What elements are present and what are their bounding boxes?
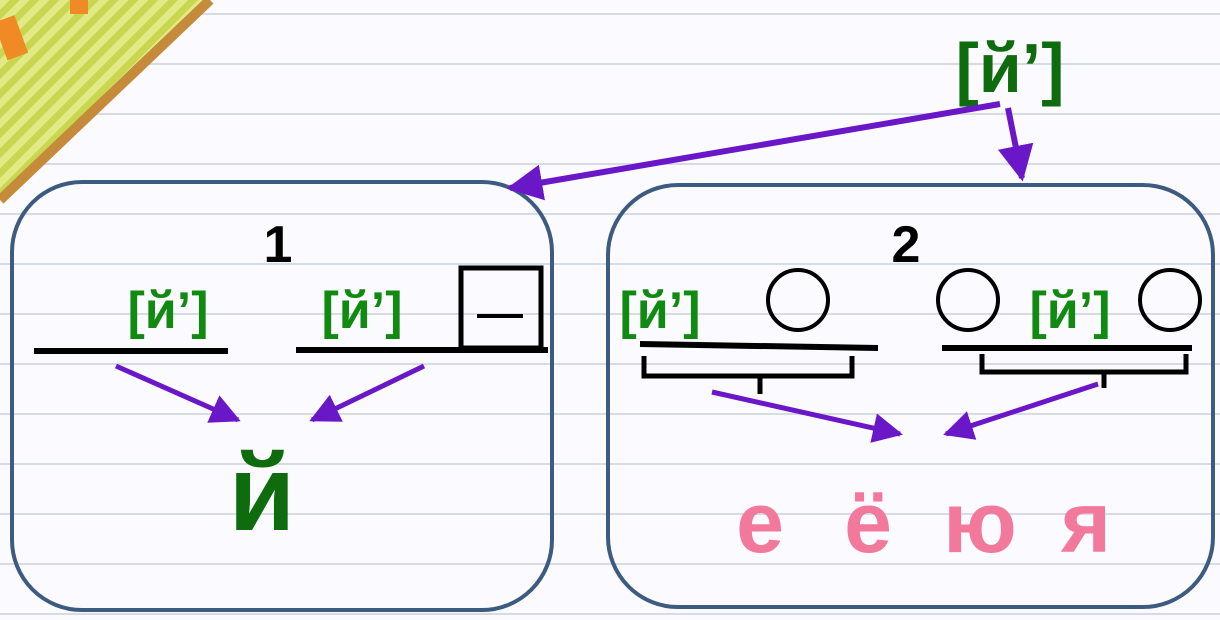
- panel-2-vowel-circle-2: [936, 268, 1000, 332]
- corner-decoration: [0, 0, 214, 204]
- panel-1-number: 1: [264, 216, 293, 274]
- panel-2-vowel-circle-3: [1138, 268, 1202, 332]
- panel-2-result-ya: я: [1060, 475, 1111, 571]
- panel-1-arrow-right: [309, 363, 426, 423]
- panel-1-frame: [10, 180, 554, 612]
- top-label: [й’]: [955, 29, 1064, 107]
- panel-1-label-left: [й’]: [127, 282, 208, 340]
- panel-2-frame: [606, 183, 1215, 609]
- panel-2-result-yu: ю: [943, 475, 1016, 571]
- panel-2-result-e: е: [736, 475, 784, 571]
- panel-1-arrow-left: [114, 363, 241, 423]
- panel-2-arrow-left: [711, 389, 903, 443]
- arrow-to-panel-1: [506, 101, 1001, 201]
- panel-2-result-yo: ё: [844, 475, 892, 571]
- panel-2-vowel-circle-1: [766, 268, 830, 332]
- panel-2-bracket-right: [979, 354, 1189, 388]
- panel-1-result-letter: й: [229, 432, 295, 553]
- panel-1-label-right: [й’]: [321, 282, 402, 340]
- panel-2-arrow-right: [943, 381, 1099, 440]
- panel-2-bracket-left: [641, 356, 855, 394]
- panel-2-label-left: [й’]: [619, 282, 700, 340]
- panel-2-label-right: [й’]: [1029, 282, 1110, 340]
- panel-2-number: 2: [892, 216, 921, 274]
- panel-1-ending-box-icon: [458, 265, 544, 351]
- panel-2-underline-left: [639, 341, 879, 351]
- arrow-to-panel-2: [997, 107, 1034, 182]
